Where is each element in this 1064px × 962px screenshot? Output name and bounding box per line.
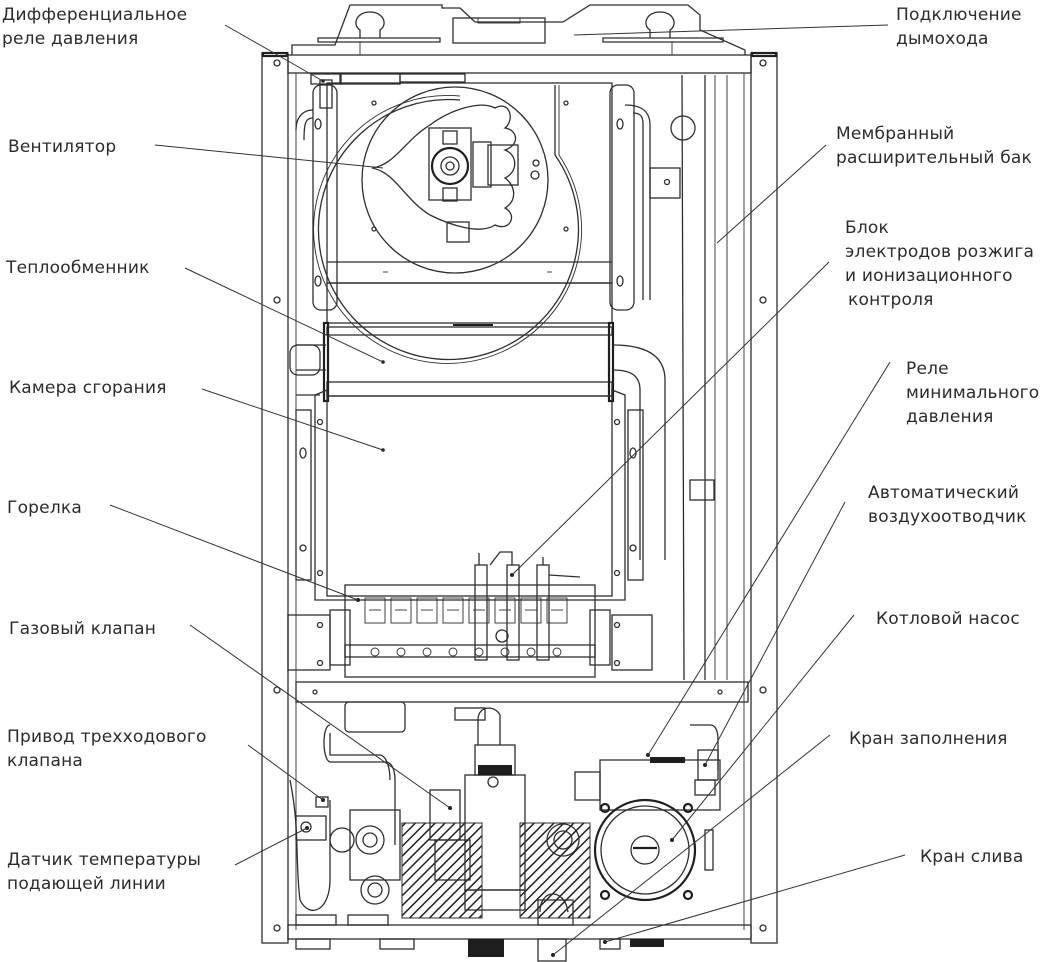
flue-hood — [291, 4, 746, 55]
fan-housing — [310, 73, 635, 364]
label-fan: Вентилятор — [8, 137, 117, 157]
frame — [261, 51, 778, 962]
leader-fan — [154, 144, 384, 169]
label-flow-temp-sensor: Датчик температуры подающей линии — [7, 850, 202, 894]
leader-lines — [109, 24, 906, 956]
electrode-2 — [506, 564, 520, 661]
leader-combustion-chamber — [201, 388, 384, 451]
label-expansion-tank: Мембранный расширительный бак — [836, 124, 1033, 168]
leader-min-pressure-relay — [647, 361, 891, 756]
burner-cell — [546, 597, 568, 624]
label-diff-relay: Дифференциальное реле давления — [2, 5, 188, 49]
leader-three-way-drive — [247, 744, 324, 801]
burner-nozzle — [448, 647, 458, 657]
leader-heat-exchanger — [184, 267, 384, 363]
leader-fill-tap — [552, 734, 831, 956]
burner-nozzle — [552, 647, 562, 657]
electrode-1 — [474, 564, 488, 661]
temp-sensor — [295, 815, 327, 841]
crossbar — [295, 681, 749, 703]
leader-pump — [671, 614, 855, 841]
combustion-chamber — [295, 389, 644, 601]
label-fill-tap: Кран заполнения — [849, 729, 1008, 749]
hook-left — [355, 11, 385, 38]
burner-cell — [468, 597, 490, 624]
label-three-way-drive: Привод трехходового клапана — [7, 727, 207, 771]
burner-nozzle — [474, 647, 484, 657]
heat-exchanger — [289, 282, 666, 560]
leader-diff-relay — [224, 24, 324, 82]
right-pipes — [295, 74, 728, 681]
label-heat-exchanger: Теплообменник — [6, 258, 150, 278]
label-min-pressure-relay: Реле минимального давления — [906, 359, 1040, 427]
leader-flue — [573, 24, 889, 36]
label-burner: Горелка — [7, 498, 82, 518]
burner-cell — [416, 597, 438, 624]
label-combustion-chamber: Камера сгорания — [9, 378, 167, 398]
air-vent — [697, 749, 719, 781]
burner-cell — [364, 597, 386, 624]
burner — [287, 551, 653, 678]
burner-nozzle — [370, 647, 380, 657]
leader-expansion-tank — [716, 144, 827, 244]
burner-nozzle — [500, 647, 510, 657]
leader-burner — [109, 504, 359, 601]
burner-cell — [390, 597, 412, 624]
burner-nozzle — [422, 647, 432, 657]
leader-gas-valve — [189, 624, 451, 809]
leader-flow-temp-sensor — [234, 827, 308, 866]
label-gas-valve: Газовый клапан — [9, 619, 157, 639]
leader-air-vent — [704, 501, 846, 766]
label-drain-tap: Кран слива — [920, 847, 1024, 867]
hook-right — [645, 11, 675, 38]
leader-drain-tap — [604, 854, 906, 943]
label-electrodes: Блок электродов розжига и ионизационного… — [845, 218, 1035, 310]
leader-electrodes — [511, 261, 830, 576]
gas-valve-hatch-left — [401, 822, 483, 919]
pump-body — [593, 798, 697, 902]
burner-cell — [442, 597, 464, 624]
three-way-drive — [315, 796, 329, 808]
bracket — [649, 167, 681, 199]
label-pump: Котловой насос — [876, 609, 1020, 629]
diff-relay-body — [310, 73, 342, 85]
burner-cell — [494, 597, 516, 624]
label-flue: Подключение дымохода — [896, 5, 1022, 49]
burner-cell — [520, 597, 542, 624]
label-air-vent: Автоматический воздухоотводчик — [868, 483, 1027, 527]
burner-nozzle — [526, 647, 536, 657]
burner-nozzle — [396, 647, 406, 657]
